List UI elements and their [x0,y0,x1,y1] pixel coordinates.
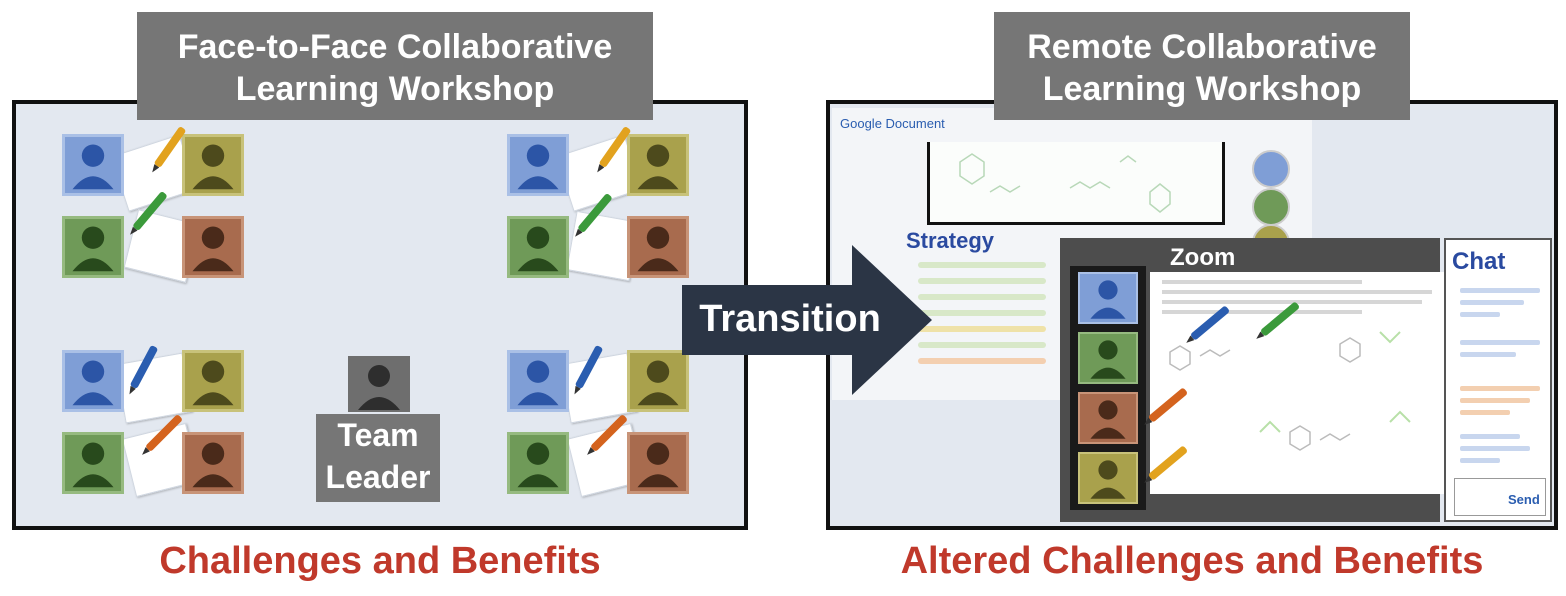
strategy-line [918,326,1046,332]
zoom-label: Zoom [1170,244,1236,271]
chemical-structure-sketch [959,153,1171,213]
person-icon [507,134,569,196]
person-icon [182,134,244,196]
chat-title: Chat [1452,248,1506,275]
person-icon [627,134,689,196]
person-icon [627,216,689,278]
chat-input[interactable] [1454,478,1546,516]
google-document-label: Google Document [840,116,945,131]
strategy-heading: Strategy [906,228,995,253]
person-icon [62,216,124,278]
chat-message [1460,312,1500,317]
person-icon [1078,332,1138,384]
student-group-top-left [58,125,248,283]
person-icon [182,350,244,412]
participant-avatars [1252,150,1290,262]
strategy-line [918,342,1046,348]
person-icon [507,432,569,494]
strategy-line [918,358,1046,364]
strategy-line [918,278,1046,284]
person-icon [62,432,124,494]
chat-message [1460,386,1540,391]
person-icon [1078,452,1138,504]
student-group-bottom-left [58,344,248,498]
chat-message [1460,340,1540,345]
chat-message [1460,458,1500,463]
strategy-line [918,262,1046,268]
strategy-line [918,294,1046,300]
shared-screen [1150,272,1448,494]
chat-message [1460,410,1510,415]
remote-title: Remote Collaborative Learning Workshop [994,12,1410,120]
zoom-video-strip [1070,266,1146,510]
chemical-structure-box [927,142,1225,225]
person-icon [182,432,244,494]
right-caption: Altered Challenges and Benefits [900,540,1484,582]
person-icon [627,432,689,494]
send-button[interactable]: Send [1508,492,1540,507]
chat-message [1460,288,1540,293]
person-icon [627,350,689,412]
student-group-bottom-right [503,344,693,498]
chat-message [1460,352,1516,357]
person-icon [1252,150,1290,188]
student-group-top-right [503,125,693,282]
chat-message [1460,398,1530,403]
person-icon [1078,392,1138,444]
team-leader-label: Team Leader [316,414,440,502]
person-icon [1252,188,1290,226]
chat-message [1460,434,1520,439]
person-icon [182,216,244,278]
chat-message [1460,300,1524,305]
person-icon [348,356,410,412]
person-icon [507,216,569,278]
transition-label: Transition [699,298,881,340]
chat-window [1444,238,1552,522]
strategy-line [918,310,1046,316]
person-icon [1078,272,1138,324]
left-caption: Challenges and Benefits [159,540,601,582]
person-icon [62,134,124,196]
transition-arrow [682,245,932,395]
person-icon [507,350,569,412]
chat-message [1460,446,1530,451]
team-leader: Team Leader [316,356,440,502]
person-icon [62,350,124,412]
face-to-face-title: Face-to-Face Collaborative Learning Work… [137,12,653,120]
